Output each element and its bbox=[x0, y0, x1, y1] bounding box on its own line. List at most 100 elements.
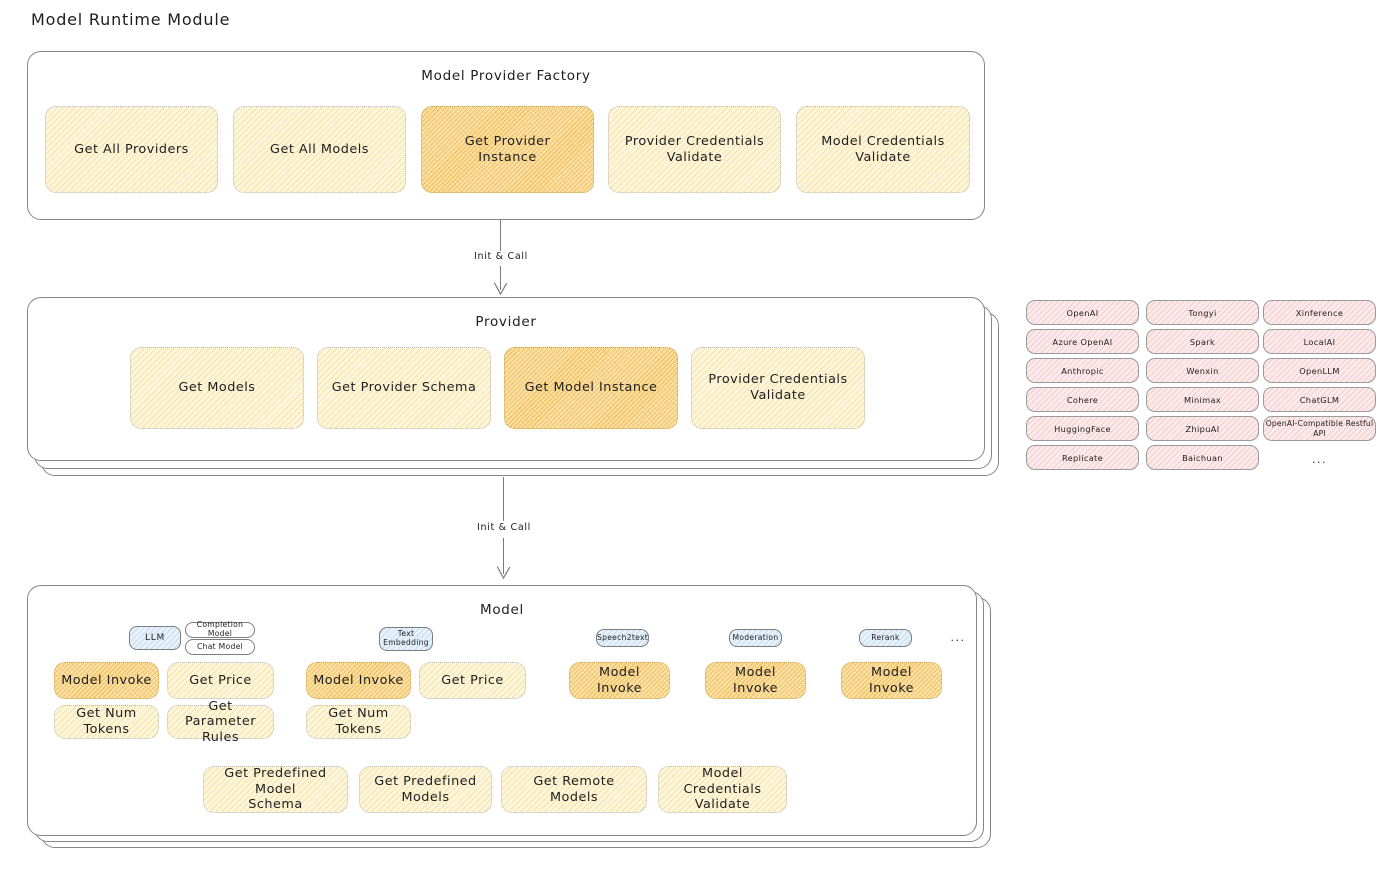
llm-op-model-invoke[interactable]: Model Invoke bbox=[54, 662, 159, 699]
model-shared-op-label: Get Remote Models bbox=[533, 773, 615, 805]
provider-node-get-model-instance[interactable]: Get Model Instance bbox=[504, 347, 678, 429]
provider-pill-label: Tongyi bbox=[1188, 307, 1217, 318]
text-embedding-op-label: Get Price bbox=[441, 672, 504, 688]
model-type-badge-label: LLM bbox=[145, 632, 165, 643]
provider-pill-minimax[interactable]: Minimax bbox=[1146, 387, 1259, 412]
model-subtype-label: Completion Model bbox=[196, 620, 244, 638]
text-embedding-op-label: Model Invoke bbox=[313, 672, 404, 688]
factory-node-get-all-providers[interactable]: Get All Providers bbox=[45, 106, 218, 193]
arrow-factory-to-provider-label: Init & Call bbox=[460, 251, 542, 263]
arrow-provider-to-model-upper bbox=[503, 477, 505, 521]
provider-node-label: Get Models bbox=[178, 380, 256, 396]
provider-pill-baichuan[interactable]: Baichuan bbox=[1146, 445, 1259, 470]
model-shared-op-label: Model Credentials Validate bbox=[683, 766, 762, 813]
model-subtype-chat-model[interactable]: Chat Model bbox=[185, 639, 255, 655]
llm-op-get-price[interactable]: Get Price bbox=[167, 662, 274, 699]
model-type-badge-speech2text[interactable]: Speech2text bbox=[596, 629, 649, 647]
factory-node-model-credentials-validate[interactable]: Model Credentials Validate bbox=[796, 106, 970, 193]
arrow-provider-to-model-label: Init & Call bbox=[463, 522, 545, 534]
text-embedding-op-get-price[interactable]: Get Price bbox=[419, 662, 526, 699]
model-type-badge-label: Moderation bbox=[732, 632, 779, 642]
model-types-more-ellipsis: ... bbox=[950, 631, 966, 644]
provider-pill-anthropic[interactable]: Anthropic bbox=[1026, 358, 1139, 383]
provider-pill-label: ChatGLM bbox=[1299, 394, 1340, 405]
provider-pill-wenxin[interactable]: Wenxin bbox=[1146, 358, 1259, 383]
provider-pill-localai[interactable]: LocalAI bbox=[1263, 329, 1376, 354]
provider-pill-openai-compatible-restful-api[interactable]: OpenAI-Compatible Restful API bbox=[1263, 416, 1376, 441]
provider-pill-zhipuai[interactable]: ZhipuAI bbox=[1146, 416, 1259, 441]
factory-node-label: Get Provider Instance bbox=[464, 133, 551, 165]
rerank-op-model-invoke[interactable]: Model Invoke bbox=[841, 662, 942, 699]
provider-pill-label: Replicate bbox=[1061, 452, 1104, 463]
llm-op-label: Get Price bbox=[189, 672, 252, 688]
rerank-op-label: Model Invoke bbox=[868, 664, 915, 696]
provider-pill-cohere[interactable]: Cohere bbox=[1026, 387, 1139, 412]
model-type-badge-text-embedding[interactable]: Text Embedding bbox=[379, 627, 433, 651]
provider-pill-spark[interactable]: Spark bbox=[1146, 329, 1259, 354]
arrow-head-icon bbox=[496, 566, 511, 580]
factory-node-label: Get All Models bbox=[270, 141, 369, 157]
text-embedding-op-model-invoke[interactable]: Model Invoke bbox=[306, 662, 411, 699]
factory-node-label: Model Credentials Validate bbox=[821, 133, 945, 165]
model-type-badge-label: Rerank bbox=[871, 632, 900, 642]
arrow-factory-to-provider-lower bbox=[500, 266, 502, 290]
model-shared-op-get-predefined-models[interactable]: Get Predefined Models bbox=[359, 766, 492, 813]
model-shared-op-label: Get Predefined Model Schema bbox=[224, 766, 327, 813]
llm-op-get-parameter-rules[interactable]: Get Parameter Rules bbox=[167, 699, 274, 745]
model-shared-op-model-credentials-validate[interactable]: Model Credentials Validate bbox=[658, 766, 787, 813]
provider-node-get-provider-schema[interactable]: Get Provider Schema bbox=[317, 347, 491, 429]
text-embedding-op-label: Get Num Tokens bbox=[328, 706, 389, 737]
provider-pill-tongyi[interactable]: Tongyi bbox=[1146, 300, 1259, 325]
provider-node-label: Get Provider Schema bbox=[331, 380, 477, 396]
llm-op-label: Get Parameter Rules bbox=[184, 698, 257, 745]
provider-title: Provider bbox=[475, 314, 537, 330]
provider-node-label: Provider Credentials Validate bbox=[708, 372, 848, 403]
provider-pill-huggingface[interactable]: HuggingFace bbox=[1026, 416, 1139, 441]
provider-pill-label: OpenLLM bbox=[1299, 365, 1340, 376]
provider-list-more-ellipsis: ... bbox=[1312, 453, 1327, 466]
model-subtype-completion-model[interactable]: Completion Model bbox=[185, 620, 255, 638]
moderation-op-model-invoke[interactable]: Model Invoke bbox=[705, 662, 806, 699]
model-type-badge-label: Speech2text bbox=[596, 632, 649, 642]
provider-pill-label: OpenAI-Compatible Restful API bbox=[1265, 419, 1374, 438]
factory-node-provider-credentials-validate[interactable]: Provider Credentials Validate bbox=[608, 106, 781, 193]
model-title: Model bbox=[479, 602, 525, 618]
provider-pill-label: HuggingFace bbox=[1054, 423, 1111, 434]
speech2text-op-label: Model Invoke bbox=[596, 664, 643, 696]
model-shared-op-get-predefined-model-schema[interactable]: Get Predefined Model Schema bbox=[203, 766, 348, 813]
speech2text-op-model-invoke[interactable]: Model Invoke bbox=[569, 662, 670, 699]
provider-pill-label: Minimax bbox=[1183, 394, 1222, 405]
provider-pill-label: Azure OpenAI bbox=[1052, 336, 1113, 347]
provider-pill-chatglm[interactable]: ChatGLM bbox=[1263, 387, 1376, 412]
provider-pill-label: Spark bbox=[1189, 336, 1216, 347]
provider-pill-openllm[interactable]: OpenLLM bbox=[1263, 358, 1376, 383]
provider-pill-label: ZhipuAI bbox=[1185, 423, 1220, 434]
provider-node-get-models[interactable]: Get Models bbox=[130, 347, 304, 429]
provider-pill-label: Baichuan bbox=[1182, 452, 1223, 463]
model-type-badge-moderation[interactable]: Moderation bbox=[729, 629, 782, 647]
factory-node-get-all-models[interactable]: Get All Models bbox=[233, 106, 406, 193]
provider-pill-xinference[interactable]: Xinference bbox=[1263, 300, 1376, 325]
moderation-op-label: Model Invoke bbox=[732, 664, 779, 696]
model-type-badge-rerank[interactable]: Rerank bbox=[859, 629, 912, 647]
llm-op-label: Get Num Tokens bbox=[76, 706, 137, 737]
llm-op-get-num-tokens[interactable]: Get Num Tokens bbox=[54, 705, 159, 739]
provider-node-provider-credentials-validate[interactable]: Provider Credentials Validate bbox=[691, 347, 865, 429]
arrow-provider-to-model-lower bbox=[503, 538, 505, 574]
arrow-factory-to-provider-upper bbox=[500, 220, 502, 254]
page-title: Model Runtime Module bbox=[31, 10, 231, 29]
provider-pill-openai[interactable]: OpenAI bbox=[1026, 300, 1139, 325]
provider-pill-label: LocalAI bbox=[1303, 336, 1336, 347]
provider-pill-label: Anthropic bbox=[1061, 365, 1104, 376]
model-type-badge-llm[interactable]: LLM bbox=[129, 626, 181, 650]
factory-node-get-provider-instance[interactable]: Get Provider Instance bbox=[421, 106, 594, 193]
model-shared-op-get-remote-models[interactable]: Get Remote Models bbox=[501, 766, 647, 813]
provider-node-label: Get Model Instance bbox=[524, 380, 658, 396]
provider-pill-replicate[interactable]: Replicate bbox=[1026, 445, 1139, 470]
arrow-head-icon bbox=[493, 282, 508, 296]
model-provider-factory-title: Model Provider Factory bbox=[421, 68, 591, 84]
provider-pill-label: Xinference bbox=[1295, 307, 1344, 318]
text-embedding-op-get-num-tokens[interactable]: Get Num Tokens bbox=[306, 705, 411, 739]
provider-pill-azure-openai[interactable]: Azure OpenAI bbox=[1026, 329, 1139, 354]
